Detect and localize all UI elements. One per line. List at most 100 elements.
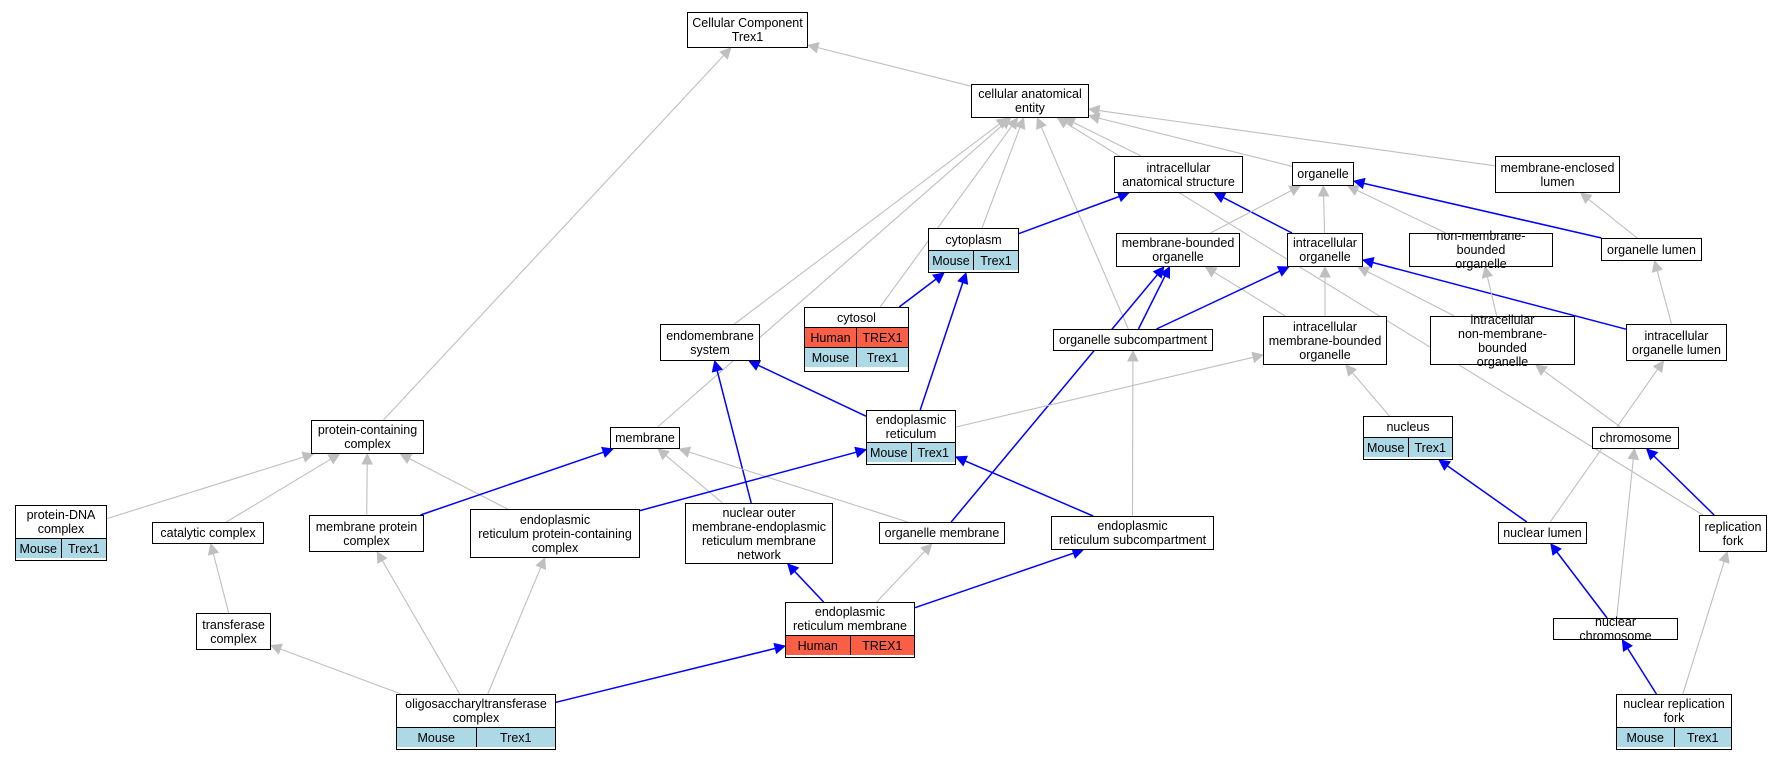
edge-osc-to-cae [1040, 126, 1129, 330]
edge-ersc-to-er [964, 460, 1094, 517]
go-term-node-om[interactable]: organelle membrane [879, 522, 1005, 544]
arrowhead-osc-to-io [1276, 266, 1290, 277]
go-term-node-nmbo[interactable]: non-membrane-bounded organelle [1409, 229, 1553, 271]
go-term-label: membrane [615, 431, 675, 445]
edge-ol-to-org [1363, 182, 1602, 239]
go-term-node-mbo[interactable]: membrane-bounded organelle [1116, 233, 1240, 267]
edge-es-to-cae [734, 123, 1000, 325]
species-row-mouse: Mouse Trex1 [1617, 727, 1731, 747]
go-term-label: membrane-bounded organelle [1121, 236, 1235, 264]
species-name: Mouse [811, 350, 850, 365]
go-term-node-cat[interactable]: catalytic complex [152, 522, 264, 544]
edge-nl-to-nuc [1446, 465, 1528, 523]
go-term-label: Cellular Component Trex1 [692, 16, 803, 44]
go-term-node-mpc[interactable]: membrane protein complex [309, 515, 424, 552]
go-term-node-erpcc[interactable]: endoplasmic reticulum protein-containing… [470, 509, 640, 558]
arrowhead-ost-to-erm [773, 642, 787, 655]
go-term-label: nuclear lumen [1503, 526, 1582, 540]
species-name: Mouse [1626, 730, 1665, 745]
arrowhead-chr-to-inmbo [1534, 364, 1548, 376]
edge-inmbo-to-io [1367, 271, 1455, 317]
go-term-label: protein-DNA complex [26, 508, 96, 536]
go-term-node-nl[interactable]: nuclear lumen [1498, 522, 1587, 544]
go-term-node-ersc[interactable]: endoplasmic reticulum subcompartment [1051, 516, 1214, 550]
go-term-node-cae[interactable]: cellular anatomical entity [971, 84, 1089, 118]
arrowhead-inmbo-to-io [1357, 266, 1371, 277]
edge-nc-to-chr [1616, 458, 1634, 619]
arrowhead-nrf-to-nc [1621, 639, 1633, 652]
edge-om-to-mem [688, 451, 908, 523]
arrowhead-osc-to-mbo [1159, 265, 1170, 280]
go-term-label: chromosome [1599, 431, 1672, 445]
go-term-label: nuclear replication fork [1623, 697, 1725, 725]
arrowhead-pdna-to-pcc [301, 451, 315, 463]
arrowhead-mem-to-cae [998, 117, 1012, 130]
edge-ost-to-tc [280, 648, 402, 695]
edge-pcc-to-cc [382, 54, 725, 421]
arrowhead-iol-to-ol [1651, 259, 1663, 273]
arrowhead-nl-to-iol [1652, 360, 1665, 373]
arrowhead-nuc-to-imbo [1345, 364, 1358, 377]
go-term-label: endoplasmic reticulum subcompartment [1058, 519, 1207, 547]
go-term-label: transferase complex [202, 617, 265, 646]
go-term-node-inmbo[interactable]: intracellular non-membrane-bounded organ… [1430, 313, 1575, 369]
edge-pdna-to-pcc [106, 456, 304, 520]
go-term-node-es[interactable]: endomembrane system [660, 324, 760, 361]
go-term-label: cytoplasm [945, 232, 1002, 247]
go-term-node-mel[interactable]: membrane-enclosed lumen [1495, 156, 1620, 193]
gene-symbol: Trex1 [1673, 728, 1732, 747]
go-term-node-nc[interactable]: nuclear chromosome [1553, 615, 1678, 643]
go-term-node-org[interactable]: organelle [1292, 162, 1354, 186]
arrowhead-er-to-imbo [1251, 351, 1265, 364]
go-term-label: cytosol [837, 310, 876, 325]
arrowhead-nmbo-to-org [1346, 185, 1360, 196]
edge-nuc-to-imbo [1351, 372, 1390, 417]
go-term-label: nuclear outer membrane-endoplasmic retic… [691, 505, 827, 562]
edge-ias-to-cae [1073, 121, 1142, 157]
go-term-label: intracellular organelle lumen [1632, 328, 1721, 357]
arrowhead-cyto-to-cae [1014, 116, 1026, 130]
go-term-label: nuclear chromosome [1579, 615, 1652, 643]
arrowhead-nc-to-nl [1550, 543, 1562, 556]
go-term-node-mem[interactable]: membrane [610, 427, 680, 449]
go-term-node-ol[interactable]: organelle lumen [1601, 238, 1702, 261]
arrowhead-rf-to-cae [1056, 117, 1070, 129]
species-name: Mouse [869, 445, 908, 460]
edge-ost-to-erpcc [487, 566, 542, 695]
go-term-node-ias[interactable]: intracellular anatomical structure [1114, 156, 1243, 193]
edge-nmbo-to-org [1356, 189, 1446, 234]
go-term-node-io[interactable]: intracellular organelle [1287, 233, 1363, 267]
go-term-node-tc[interactable]: transferase complex [196, 613, 271, 650]
arrowhead-cytosol-to-cae [1006, 117, 1019, 130]
edge-mel-to-cae [1098, 110, 1496, 167]
species-name: Mouse [19, 541, 58, 556]
go-term-node-cc[interactable]: Cellular Component Trex1 [687, 12, 808, 48]
arrowhead-io-to-ias [1213, 192, 1227, 203]
go-term-node-pcc[interactable]: protein-containing complex [311, 420, 424, 454]
arrowhead-erpcc-to-er [854, 446, 868, 459]
go-term-label: replication fork [1704, 519, 1762, 548]
go-term-node-chr[interactable]: chromosome [1592, 427, 1679, 449]
go-term-node-imbo[interactable]: intracellular membrane-bounded organelle [1263, 316, 1387, 365]
go-term-node-rf[interactable]: replication fork [1699, 515, 1767, 552]
go-term-node-nomer[interactable]: nuclear outer membrane-endoplasmic retic… [685, 503, 833, 564]
edge-erm-to-om [876, 550, 926, 603]
go-term-node-osc[interactable]: organelle subcompartment [1053, 329, 1213, 351]
edge-cae-to-cc [817, 47, 972, 87]
arrowhead-org-to-cae [1087, 112, 1101, 124]
go-term-node-iol[interactable]: intracellular organelle lumen [1626, 324, 1727, 361]
